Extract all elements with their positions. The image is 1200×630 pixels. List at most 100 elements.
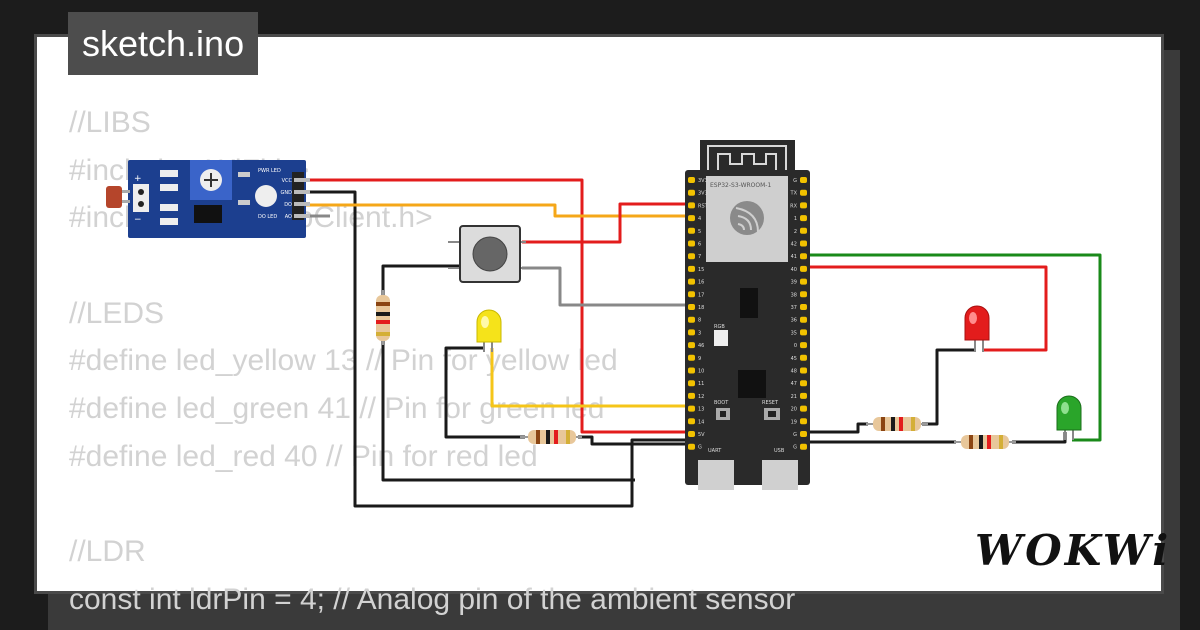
right-pin-label: 35 <box>791 330 797 336</box>
right-pin-pad <box>800 443 807 450</box>
right-pin-label: 37 <box>791 305 797 311</box>
left-pin-pad <box>688 278 695 285</box>
right-pin-label: 38 <box>791 292 797 298</box>
left-pin-pad <box>688 342 695 349</box>
code-line: const int ldrPin = 4; // Analog pin of t… <box>69 582 796 616</box>
left-pin-label: 15 <box>698 267 704 273</box>
left-pin-pad <box>688 405 695 412</box>
right-pin-pad <box>800 291 807 298</box>
wire-button-gray <box>522 266 692 307</box>
right-pin-label: TX <box>790 191 798 197</box>
left-pin-pad <box>688 304 695 310</box>
board-label: ESP32-S3-WROOM-1 <box>710 182 771 189</box>
right-pin-pad <box>800 316 807 323</box>
code-line: #define led_yellow 13 // Pin for yellow … <box>69 344 618 378</box>
left-pin-label: 5V <box>698 432 705 438</box>
right-pin-label: 42 <box>791 242 797 248</box>
ldr-pwr-led-label: PWR LED <box>258 168 281 174</box>
wire-res-green-led <box>1012 432 1067 444</box>
right-pin-pad <box>800 227 807 234</box>
left-pin-pad <box>688 367 695 374</box>
ldr-pin-label: VCC <box>282 178 293 184</box>
left-pin-label: 11 <box>698 381 704 387</box>
left-pin-label: 4 <box>698 216 701 222</box>
left-pin-pad <box>688 227 695 234</box>
left-pin-pad <box>688 253 695 260</box>
left-pin-pad <box>688 177 695 183</box>
right-pin-pad <box>800 367 807 374</box>
right-pin-pad <box>800 380 807 387</box>
code-line: //LEDS <box>69 296 165 330</box>
filename-tab[interactable]: sketch.ino <box>68 12 259 75</box>
wire-yellow-led-gnd <box>444 346 525 439</box>
left-pin-label: 12 <box>698 394 704 400</box>
ldr-minus-label: − <box>134 215 142 225</box>
left-pin-label: 18 <box>698 305 704 311</box>
rgb-label: RGB <box>714 324 725 330</box>
left-pin-label: 7 <box>698 254 701 260</box>
esp32-s3-board: ESP32-S3-WROOM-1 RGB BOOT RESET UART USB… <box>685 140 810 490</box>
left-pin-label: 16 <box>698 280 704 286</box>
ldr-pin-label: DO <box>284 202 292 208</box>
right-pin-pad <box>800 392 807 399</box>
right-pin-pad <box>800 431 807 437</box>
ldr-pin-label: GND <box>281 190 293 196</box>
left-pin-pad <box>688 418 695 425</box>
left-pin-pad <box>688 265 695 272</box>
left-pin-pad <box>688 189 695 196</box>
left-pin-label: G <box>698 445 702 451</box>
led-green <box>1056 395 1082 440</box>
wire-res-red-gnd <box>808 422 868 434</box>
uart-label: UART <box>708 448 722 454</box>
right-pin-label: RX <box>790 203 797 209</box>
right-pin-pad <box>800 189 807 196</box>
right-pin-label: 36 <box>791 318 797 324</box>
right-pin-label: 19 <box>791 419 797 425</box>
right-pin-pad <box>800 240 807 247</box>
right-pin-label: 21 <box>791 394 797 400</box>
right-pin-label: 45 <box>791 356 797 362</box>
wire-red-led-gnd <box>922 348 975 426</box>
left-pin-pad <box>688 354 695 361</box>
left-pin-pad <box>688 329 695 336</box>
wire-green-led <box>808 253 1102 442</box>
wire-res1-gnd <box>578 435 692 446</box>
right-pin-label: 20 <box>791 407 797 413</box>
right-pin-pad <box>800 177 807 183</box>
wire-yellow-led <box>490 348 692 408</box>
wire-button-black <box>381 264 635 482</box>
left-pin-pad <box>688 443 695 450</box>
resistor-red <box>866 417 928 431</box>
led-yellow <box>476 309 502 352</box>
left-pin-pad <box>688 316 695 323</box>
right-pin-label: 1 <box>794 216 797 222</box>
right-pin-pad <box>800 202 807 209</box>
right-pin-pad <box>800 304 807 310</box>
left-pin-label: 6 <box>698 242 701 248</box>
right-pin-pad <box>800 253 807 260</box>
left-pin-pad <box>688 392 695 399</box>
left-pin-label: 3V3 <box>698 178 708 184</box>
left-pin-pad <box>688 215 695 222</box>
left-pin-label: RST <box>698 203 709 209</box>
left-pin-label: 13 <box>698 407 704 413</box>
led-red <box>964 305 990 352</box>
left-pin-label: 5 <box>698 229 701 235</box>
left-pin-label: 46 <box>698 343 704 349</box>
ldr-pin <box>294 202 310 206</box>
right-pin-pad <box>800 405 807 412</box>
right-pin-label: 0 <box>794 343 797 349</box>
boot-label: BOOT <box>714 400 729 406</box>
right-pin-pad <box>800 278 807 285</box>
left-pin-pad <box>688 202 695 209</box>
right-pin-pad <box>800 215 807 222</box>
usb-label: USB <box>774 448 785 454</box>
left-pin-label: 8 <box>698 318 701 324</box>
wokwi-logo: WOKWi <box>975 526 1172 575</box>
wire-button-red <box>522 202 692 244</box>
resistor-green <box>954 435 1016 449</box>
right-pin-pad <box>800 354 807 361</box>
ldr-do-led-label: DO LED <box>258 214 277 220</box>
